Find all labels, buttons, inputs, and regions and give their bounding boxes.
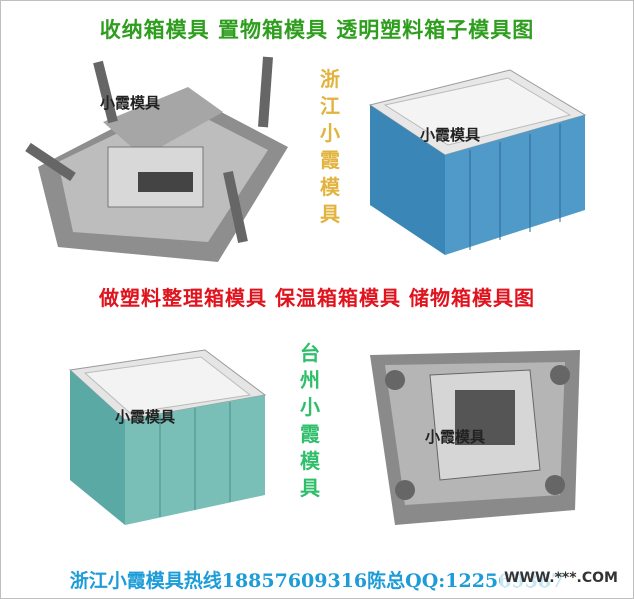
vertical-text-bottom: 台州小霞模具	[300, 341, 320, 500]
top-headline: 收纳箱模具 置物箱模具 透明塑料箱子模具图	[99, 17, 535, 42]
top-right-blue-box-image	[368, 69, 587, 255]
site-badge: WWW.***.COM	[500, 569, 622, 587]
middle-headline: 做塑料整理箱模具 保温箱箱模具 储物箱模具图	[99, 286, 535, 310]
top-left-mold-image	[25, 56, 288, 262]
watermark-bottom-left: 小霞模具	[115, 408, 176, 426]
watermark-top-right: 小霞模具	[420, 126, 481, 144]
bottom-left-teal-box-image	[68, 349, 267, 525]
bottom-right-mold-image	[370, 350, 580, 525]
watermark-top-left: 小霞模具	[100, 94, 161, 112]
vertical-text-top: 浙江小霞模具	[320, 67, 340, 226]
footer-contact: 浙江小霞模具热线18857609316陈总QQ:122569387	[69, 570, 565, 592]
watermark-bottom-right: 小霞模具	[425, 428, 486, 446]
